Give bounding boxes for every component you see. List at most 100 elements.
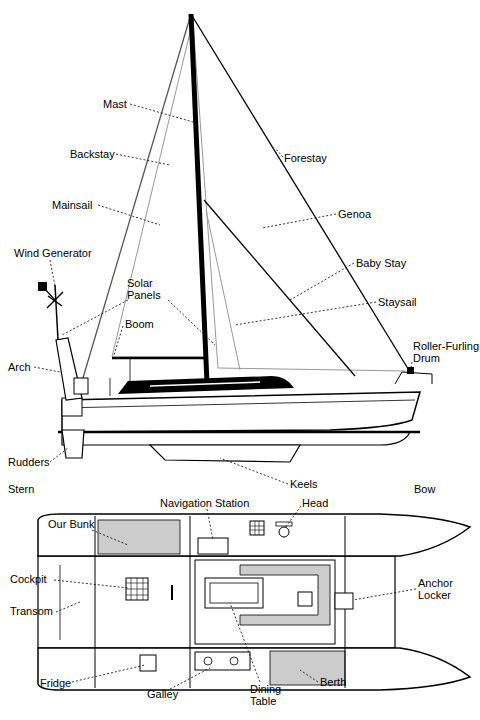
leader-line (275, 148, 283, 157)
stove (230, 657, 238, 665)
leader-lines (34, 104, 416, 689)
leader-line (411, 362, 412, 368)
port-hull (38, 514, 470, 556)
part-label: Bow (414, 483, 435, 495)
part-label: Mast (103, 98, 127, 110)
toilet-tank (276, 522, 292, 526)
part-label: Berth (320, 676, 346, 688)
leader-line (207, 509, 213, 540)
baby-stay (204, 200, 355, 376)
galley-counter (195, 652, 250, 670)
leader-line (34, 367, 60, 372)
transom-step (60, 565, 61, 640)
leader-line (50, 260, 55, 286)
leader-line (116, 154, 170, 165)
part-label: Roller-Furling Drum (413, 340, 480, 364)
part-label: Forestay (284, 152, 327, 164)
staysail-leech (206, 210, 240, 370)
aft-bunk (98, 520, 180, 554)
head-grid (250, 521, 264, 535)
part-label: Genoa (338, 208, 371, 220)
waterline (58, 431, 420, 434)
mast (191, 14, 207, 383)
leader-line (220, 458, 288, 484)
part-label: Keels (290, 478, 318, 490)
backstay (80, 14, 191, 388)
cabin-window (150, 382, 260, 386)
leader-line (170, 668, 210, 689)
part-label: Stern (8, 483, 34, 495)
part-label: Backstay (70, 148, 115, 160)
table-top (210, 583, 258, 603)
leader-line (130, 104, 193, 122)
leader-line (285, 506, 301, 528)
bulkhead (95, 516, 96, 688)
leader-line (353, 589, 416, 600)
part-label: Dining Table (250, 683, 295, 707)
stanchion (110, 378, 111, 396)
leader-line (62, 300, 128, 335)
part-label: Wind Generator (14, 247, 92, 259)
boom (112, 357, 206, 360)
part-label: Our Bunk (48, 518, 94, 530)
head-hatch (250, 521, 264, 535)
leader-line (290, 263, 354, 300)
leader-line (92, 530, 128, 545)
forestay (191, 14, 410, 372)
leader-line (54, 580, 128, 588)
part-label: Solar Panels (127, 277, 172, 301)
sheer-line (62, 400, 415, 408)
saloon (195, 560, 335, 644)
bulkhead (190, 516, 191, 688)
cockpit-hatch (126, 578, 148, 600)
leader-line (56, 602, 80, 612)
genoa-foot (218, 368, 405, 371)
part-label: Mainsail (52, 199, 92, 211)
part-label: Transom (10, 605, 53, 617)
leader-line (50, 448, 68, 462)
fridge (140, 655, 156, 671)
leader-line (168, 300, 215, 345)
part-label: Head (302, 497, 328, 509)
generator-pole (55, 285, 58, 340)
furling-drum (407, 367, 414, 374)
bridge-deck (38, 556, 395, 648)
dining-table (205, 578, 263, 608)
stern-step (62, 398, 82, 416)
hull (62, 392, 420, 432)
leader-line (72, 665, 145, 682)
leader-line (98, 205, 160, 225)
leader-line (230, 603, 260, 682)
leader-line (114, 326, 123, 355)
leader-line (300, 670, 318, 682)
part-label: Staysail (378, 296, 417, 308)
part-label: Fridge (40, 677, 71, 689)
rudder (62, 430, 84, 458)
part-label: Arch (8, 361, 31, 373)
part-label: Boom (125, 318, 154, 330)
generator-blade (48, 296, 62, 306)
nav-desk (198, 538, 228, 554)
sink (204, 657, 212, 665)
arch-box (74, 378, 88, 394)
keel (150, 445, 300, 462)
forward-hatch (298, 592, 312, 606)
helm (171, 585, 173, 600)
part-label: Galley (147, 688, 178, 700)
leader-line (262, 214, 336, 228)
part-label: Baby Stay (356, 257, 406, 269)
anchor-locker (335, 593, 353, 609)
generator-tail (44, 288, 55, 300)
leader-line (235, 302, 376, 325)
toilet (279, 527, 289, 537)
part-label: Rudders (8, 456, 50, 468)
generator-blade (47, 292, 63, 308)
cabin-top (118, 376, 294, 394)
lower-hull (62, 432, 410, 445)
part-label: Anchor Locker (418, 577, 463, 601)
hatch-grid (126, 578, 148, 600)
part-label: Navigation Station (160, 497, 249, 509)
part-label: Cockpit (10, 573, 47, 585)
